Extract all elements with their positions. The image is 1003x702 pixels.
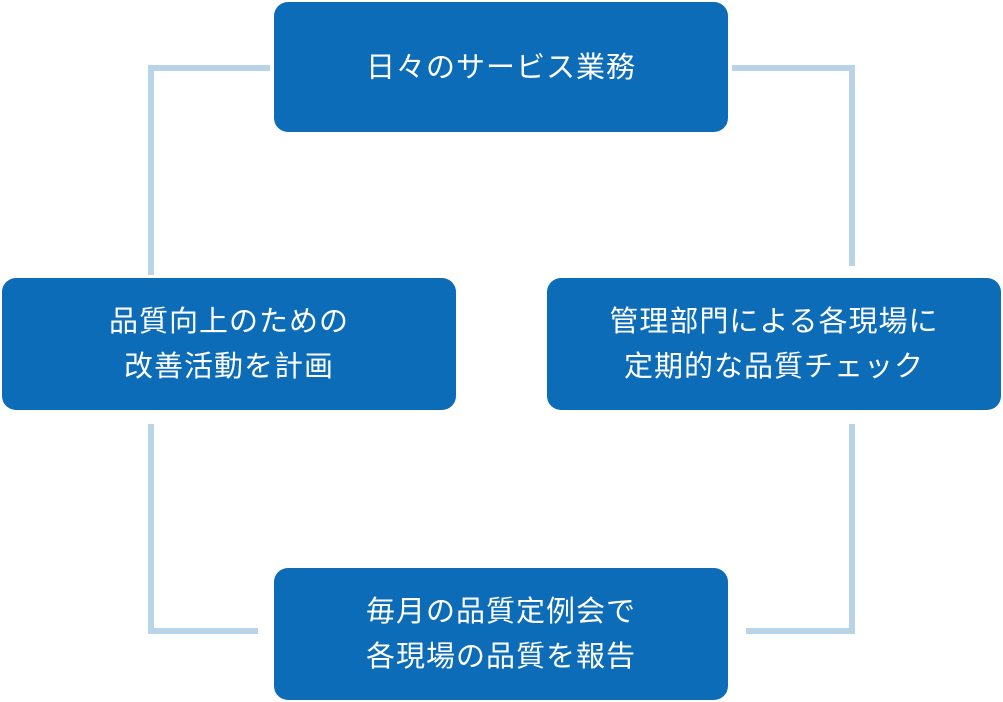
step-label-line-1: 日々のサービス業務 (365, 49, 636, 84)
step-label-line-2: 各現場の品質を報告 (365, 639, 636, 673)
cycle-step-periodic-quality-check: 管理部門による各現場に 定期的な品質チェック (547, 278, 1001, 410)
connector-top-to-right (732, 65, 855, 266)
step-label-line-2: 改善活動を計画 (123, 349, 334, 383)
step-label-line-1: 管理部門による各現場に (609, 304, 939, 339)
cycle-step-improvement-planning: 品質向上のための 改善活動を計画 (2, 278, 456, 410)
connector-right-to-bottom (746, 424, 855, 634)
connector-left-to-top (148, 65, 270, 275)
step-label-line-1: 毎月の品質定例会で (365, 594, 636, 629)
cycle-step-monthly-quality-report: 毎月の品質定例会で 各現場の品質を報告 (274, 568, 728, 700)
cycle-step-daily-service-work: 日々のサービス業務 (274, 2, 728, 132)
step-label-line-2: 定期的な品質チェック (623, 349, 924, 383)
connector-bottom-to-left (148, 424, 258, 634)
step-label-line-1: 品質向上のための (108, 304, 349, 339)
